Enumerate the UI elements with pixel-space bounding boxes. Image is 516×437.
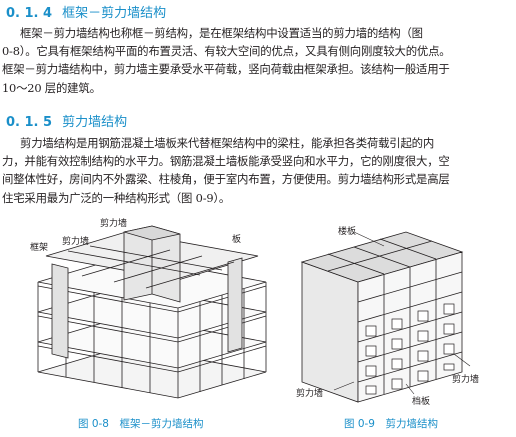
paragraph-line: 框架－剪力墙结构中，剪力墙主要承受水平荷载，竖向荷载由框架承担。该结构一般适用于 — [2, 62, 450, 77]
label-shear-wall-top: 剪力墙 — [100, 219, 128, 229]
label-shear-wall-side: 剪力墙 — [62, 237, 90, 247]
figure-shear-wall-structure: 楼板 剪力墙 剪力墙 档板 — [294, 222, 488, 410]
paragraph-line: 0-8）。它具有框架结构平面的布置灵活、有较大空间的优点，又具有侧向刚度较大的优… — [2, 44, 451, 59]
paragraph-line: 剪力墙结构是用钢筋混凝土墙板来代替框架结构中的梁柱，能承担各类荷载引起的内 — [20, 136, 435, 150]
section-number: 0. 1. 4 — [6, 6, 53, 21]
section-title: 框架－剪力墙结构 — [62, 6, 167, 21]
shear-wall-illustration — [300, 231, 471, 403]
label-frame: 框架 — [30, 243, 49, 253]
paragraph-line: 10～20 层的建筑。 — [2, 80, 101, 95]
paragraph-line: 间整体性好，房间内不外露梁、柱棱角，便于室内布置，方便使用。剪力墙结构形式是高层 — [2, 172, 450, 187]
label-spandrel: 档板 — [412, 397, 431, 407]
section-heading-0-1-4: 0. 1. 4 框架－剪力墙结构 — [6, 2, 166, 21]
paragraph-line: 住宅采用最为广泛的一种结构形式（图 0-9）。 — [2, 190, 231, 205]
figure-caption: 图 0-8 框架－剪力墙结构 — [78, 418, 204, 430]
paragraph-shear-wall: 剪力墙结构是用钢筋混凝土墙板来代替框架结构中的梁柱，能承担各类荷载引起的内 力，… — [2, 134, 510, 207]
paragraph-line: 框架－剪力墙结构也称框－剪结构，是在框架结构中设置适当的剪力墙的结构（图 — [20, 26, 423, 40]
paragraph-line: 力，并能有效控制结构的水平力。钢筋混凝土墙板能承受竖向和水平力，它的刚度很大，空 — [2, 154, 450, 169]
label-shear-wall-left: 剪力墙 — [296, 389, 324, 399]
label-shear-wall-right: 剪力墙 — [452, 375, 480, 385]
figure-frame-shear-wall-structure: 剪力墙 框架 剪力墙 板 — [28, 219, 272, 410]
label-floor-slab: 楼板 — [338, 227, 357, 237]
label-slab: 板 — [232, 235, 242, 245]
figure-caption: 图 0-9 剪力墙结构 — [344, 418, 438, 430]
section-heading-0-1-5: 0. 1. 5 剪力墙结构 — [6, 111, 127, 130]
section-number: 0. 1. 5 — [6, 115, 53, 130]
section-title: 剪力墙结构 — [62, 115, 128, 130]
paragraph-frame-shear-wall: 框架－剪力墙结构也称框－剪结构，是在框架结构中设置适当的剪力墙的结构（图 0-8… — [2, 24, 510, 97]
frame-shear-wall-illustration — [37, 225, 267, 399]
